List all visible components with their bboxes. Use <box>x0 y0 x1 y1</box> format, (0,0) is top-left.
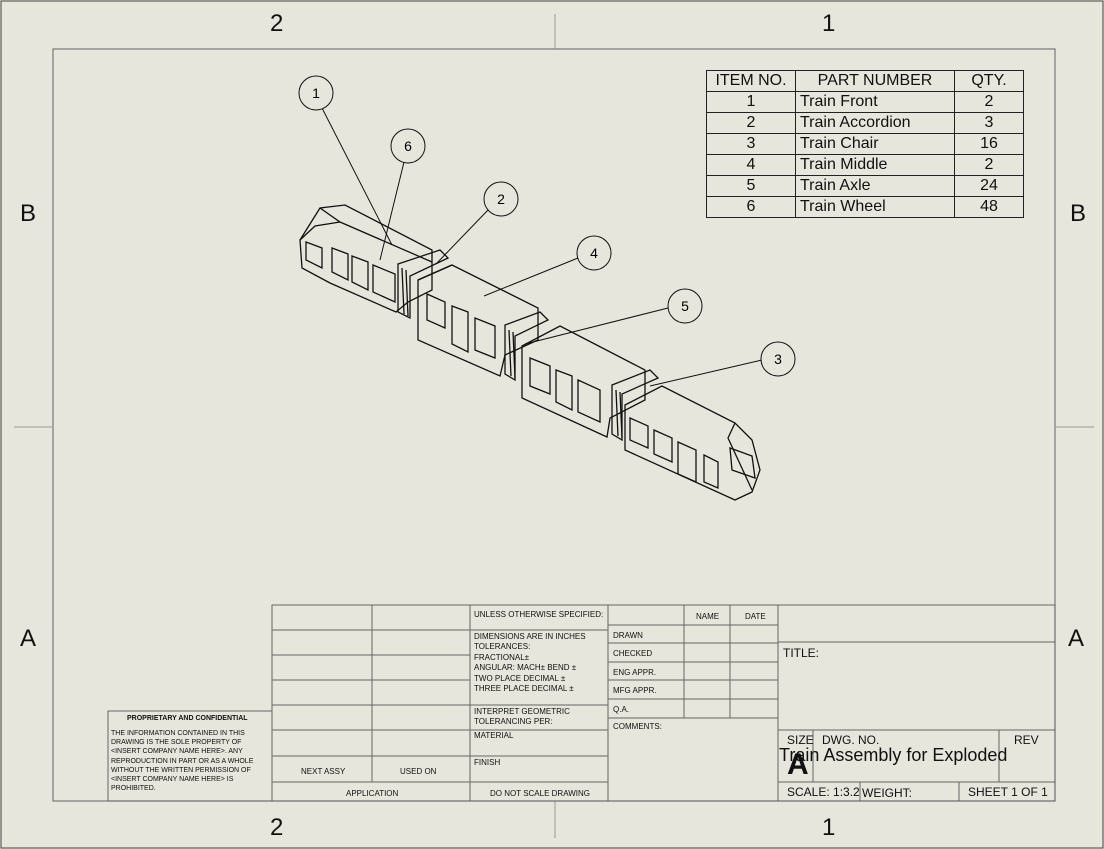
drawing-title: Train Assembly for Exploded <box>779 745 1008 765</box>
bom-item: 4 <box>706 154 796 176</box>
bom-header-part: PART NUMBER <box>795 70 955 92</box>
sheet-size-value: A <box>787 748 809 781</box>
zone-label-bottom-left: 2 <box>270 814 284 841</box>
tolerances-label: TOLERANCES: <box>474 642 531 651</box>
bom-part: Train Chair <box>795 133 955 155</box>
bom-part: Train Middle <box>795 154 955 176</box>
two-place-label: TWO PLACE DECIMAL ± <box>474 674 566 683</box>
fractional-label: FRACTIONAL± <box>474 653 530 662</box>
bom-item: 2 <box>706 112 796 134</box>
train-exploded-view <box>299 204 761 501</box>
do-not-scale-label: DO NOT SCALE DRAWING <box>490 789 591 798</box>
application-label: APPLICATION <box>346 789 399 798</box>
balloon-leaders <box>321 107 763 387</box>
bom-part: Train Front <box>795 91 955 113</box>
zone-label-a-left: A <box>20 625 37 652</box>
tolerancing-per-label: TOLERANCING PER: <box>474 717 553 726</box>
sheet-label: SHEET 1 OF 1 <box>968 785 1048 799</box>
eng-appr-label: ENG APPR. <box>613 668 657 677</box>
used-on-label: USED ON <box>400 767 437 776</box>
bom-part: Train Accordion <box>795 112 955 134</box>
proprietary-title: PROPRIETARY AND CONFIDENTIAL <box>127 715 248 722</box>
weight-label: WEIGHT: <box>862 786 912 800</box>
finish-label: FINISH <box>474 758 501 767</box>
proprietary-line: REPRODUCTION IN PART OR AS A WHOLE <box>111 757 254 765</box>
checked-label: CHECKED <box>613 649 653 658</box>
size-label: SIZE <box>787 733 814 747</box>
balloon-2 <box>483 181 519 217</box>
proprietary-line: <INSERT COMPANY NAME HERE> IS <box>111 776 234 784</box>
next-assy-label: NEXT ASSY <box>301 767 346 776</box>
bom-qty: 16 <box>954 133 1024 155</box>
dwg-no-label: DWG. NO. <box>822 733 880 747</box>
balloon-4 <box>576 235 612 271</box>
zone-label-a-right: A <box>1068 625 1085 652</box>
bom-qty: 3 <box>954 112 1024 134</box>
proprietary-line: <INSERT COMPANY NAME HERE>. ANY <box>111 748 243 756</box>
three-place-label: THREE PLACE DECIMAL ± <box>474 684 574 693</box>
comments-label: COMMENTS: <box>613 722 662 731</box>
proprietary-notice: THE INFORMATION CONTAINED IN THIS DRAWIN… <box>111 729 253 793</box>
bom-item: 6 <box>706 196 796 218</box>
angular-label: ANGULAR: MACH± BEND ± <box>474 663 577 672</box>
balloon-5 <box>667 288 703 324</box>
unless-specified-label: UNLESS OTHERWISE SPECIFIED: <box>474 610 604 619</box>
zone-label-bottom-right: 1 <box>822 814 836 841</box>
date-column-label: DATE <box>745 612 766 621</box>
mfg-appr-label: MFG APPR. <box>613 686 657 695</box>
material-label: MATERIAL <box>474 731 514 740</box>
drawn-label: DRAWN <box>613 631 643 640</box>
zone-label-top-right: 1 <box>822 10 836 37</box>
bom-part: Train Wheel <box>795 196 955 218</box>
bom-header-qty: QTY. <box>954 70 1024 92</box>
bom-header-item: ITEM NO. <box>706 70 796 92</box>
zone-label-b-right: B <box>1070 200 1087 227</box>
interpret-label: INTERPRET GEOMETRIC <box>474 707 570 716</box>
balloon-1 <box>298 75 334 111</box>
bom-part: Train Axle <box>795 175 955 197</box>
dimensions-label: DIMENSIONS ARE IN INCHES <box>474 632 586 641</box>
proprietary-line: THE INFORMATION CONTAINED IN THIS <box>111 730 245 737</box>
bom-qty: 2 <box>954 91 1024 113</box>
balloon-label: 1 <box>312 85 320 101</box>
bom-item: 5 <box>706 175 796 197</box>
proprietary-line: DRAWING IS THE SOLE PROPERTY OF <box>111 739 242 747</box>
bom-qty: 48 <box>954 196 1024 218</box>
balloon-6 <box>390 128 426 164</box>
balloon-label: 6 <box>404 138 412 154</box>
bom-item: 1 <box>706 91 796 113</box>
qa-label: Q.A. <box>613 705 630 714</box>
zone-label-top-left: 2 <box>270 10 284 37</box>
proprietary-line: WITHOUT THE WRITTEN PERMISSION OF <box>111 766 251 774</box>
bom-qty: 24 <box>954 175 1024 197</box>
scale-label: SCALE: 1:3.2 <box>787 785 860 799</box>
balloon-label: 3 <box>774 351 782 367</box>
name-column-label: NAME <box>696 612 720 621</box>
rev-label: REV <box>1014 733 1039 747</box>
balloon-label: 5 <box>681 298 689 314</box>
balloon-label: 4 <box>590 245 598 261</box>
bom-item: 3 <box>706 133 796 155</box>
balloon-3 <box>760 341 796 377</box>
title-block-grid <box>107 604 1056 802</box>
proprietary-line: PROHIBITED. <box>111 785 156 793</box>
title-label: TITLE: <box>783 646 820 660</box>
bom-qty: 2 <box>954 154 1024 176</box>
zone-label-b-left: B <box>20 200 37 227</box>
balloon-label: 2 <box>497 191 505 207</box>
